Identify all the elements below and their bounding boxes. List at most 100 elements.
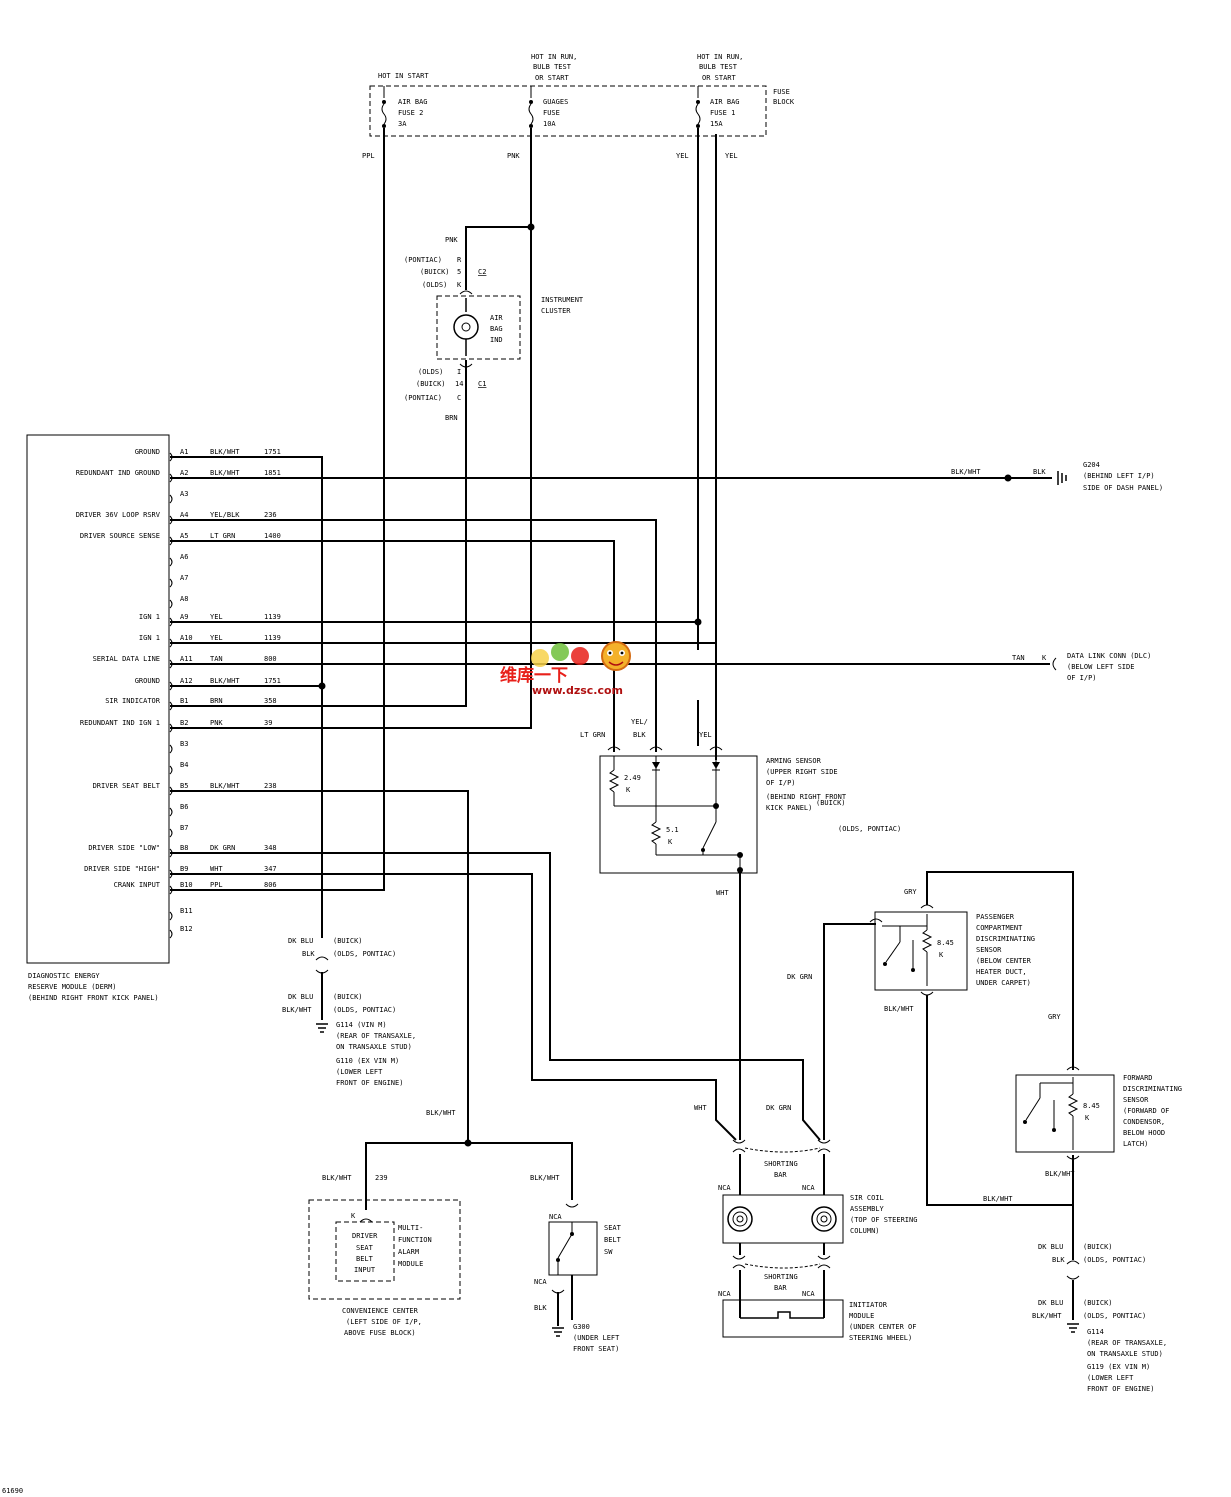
derm-pin-terminal — [169, 536, 173, 546]
fuse-air-bag-1: AIR BAG FUSE 1 15A — [695, 86, 740, 128]
derm-pin-terminal — [169, 911, 173, 921]
derm-pin-terminal — [169, 744, 173, 754]
derm-pin-id: B12 — [180, 925, 193, 933]
svg-text:G110 (EX VIN M): G110 (EX VIN M) — [336, 1057, 399, 1065]
derm-pin-terminal — [169, 723, 173, 733]
svg-text:(UNDER LEFT: (UNDER LEFT — [573, 1334, 620, 1342]
svg-text:(PONTIAC): (PONTIAC) — [404, 394, 442, 402]
svg-text:MODULE: MODULE — [849, 1312, 874, 1320]
svg-text:BLK: BLK — [633, 731, 646, 739]
derm-pin-wire-color: DK GRN — [210, 844, 235, 852]
svg-text:(BELOW CENTER: (BELOW CENTER — [976, 957, 1032, 965]
derm-pin-label: DRIVER 36V LOOP RSRV — [76, 511, 161, 519]
derm-pin-label: IGN 1 — [139, 634, 160, 642]
derm-pin-label: REDUNDANT IND GROUND — [76, 469, 160, 477]
svg-text:DK BLU: DK BLU — [288, 937, 313, 945]
derm-pin-id: B5 — [180, 782, 188, 790]
derm-pin-id: B3 — [180, 740, 188, 748]
ground-icon-left — [316, 1023, 328, 1033]
svg-text:(TOP OF STEERING: (TOP OF STEERING — [850, 1216, 917, 1224]
convenience-center-label: CONVENIENCE CENTER — [342, 1307, 419, 1315]
svg-text:G204: G204 — [1083, 461, 1100, 469]
svg-text:OF I/P): OF I/P) — [766, 779, 796, 787]
svg-text:DISCRIMINATING: DISCRIMINATING — [976, 935, 1035, 943]
svg-text:DISCRIMINATING: DISCRIMINATING — [1123, 1085, 1182, 1093]
svg-text:ALARM: ALARM — [398, 1248, 419, 1256]
arming-sensor-label: ARMING SENSOR — [766, 757, 822, 765]
derm-pin-circuit: 806 — [264, 881, 277, 889]
svg-text:G114 (VIN M): G114 (VIN M) — [336, 1021, 387, 1029]
derm-pin-label: IGN 1 — [139, 613, 160, 621]
forward-switch-icon — [1025, 1097, 1041, 1121]
svg-text:BLK/WHT: BLK/WHT — [951, 468, 981, 476]
derm-pin-terminal — [169, 473, 173, 483]
svg-text:K: K — [1042, 654, 1047, 662]
derm-pin-circuit: 39 — [264, 719, 272, 727]
bulb-test-label: BULB TEST — [533, 63, 572, 71]
svg-text:(REAR OF TRANSAXLE,: (REAR OF TRANSAXLE, — [1087, 1339, 1167, 1347]
svg-text:(BUICK): (BUICK) — [416, 380, 446, 388]
or-start-label: OR START — [535, 74, 570, 82]
air-bag-indicator-lamp-icon — [453, 314, 479, 340]
derm-pin-label: DRIVER SEAT BELT — [93, 782, 161, 790]
svg-text:TAN: TAN — [1012, 654, 1025, 662]
svg-text:BLK: BLK — [1052, 1256, 1065, 1264]
svg-text:10A: 10A — [543, 120, 556, 128]
hot-in-start-label: HOT IN START — [378, 72, 429, 80]
svg-text:I: I — [457, 368, 461, 376]
svg-text:BLK/WHT: BLK/WHT — [1032, 1312, 1062, 1320]
svg-text:STEERING WHEEL): STEERING WHEEL) — [849, 1334, 912, 1342]
connector-c1-label: C1 — [478, 380, 486, 388]
derm-pin-circuit: 358 — [264, 697, 277, 705]
svg-text:(BELOW LEFT SIDE: (BELOW LEFT SIDE — [1067, 663, 1134, 671]
svg-text:BELT: BELT — [604, 1236, 622, 1244]
svg-text:GRY: GRY — [904, 888, 917, 896]
derm-pin-terminal — [169, 599, 173, 609]
svg-text:BLK/WHT: BLK/WHT — [884, 1005, 914, 1013]
svg-text:BLK/WHT: BLK/WHT — [1045, 1170, 1075, 1178]
svg-text:K: K — [457, 281, 462, 289]
svg-text:SIDE OF DASH PANEL): SIDE OF DASH PANEL) — [1083, 484, 1163, 492]
svg-text:RESERVE MODULE (DERM): RESERVE MODULE (DERM) — [28, 983, 117, 991]
svg-text:(LEFT SIDE OF I/P,: (LEFT SIDE OF I/P, — [346, 1318, 422, 1326]
derm-pin-id: A8 — [180, 595, 188, 603]
ground-icon — [1057, 471, 1067, 485]
svg-text:ASSEMBLY: ASSEMBLY — [850, 1205, 885, 1213]
initiator-module: INITIATOR MODULE (UNDER CENTER OF STEERI… — [722, 1299, 916, 1342]
sir-coil-label: SIR COIL — [850, 1194, 884, 1202]
svg-text:ON TRANSAXLE STUD): ON TRANSAXLE STUD) — [1087, 1350, 1163, 1358]
fuse-block-label: FUSE — [773, 88, 790, 96]
seat-belt-switch-icon — [557, 1233, 573, 1259]
svg-text:NCA: NCA — [802, 1290, 815, 1298]
derm-pin-label: DRIVER SOURCE SENSE — [80, 532, 160, 540]
instrument-cluster-label: INSTRUMENT — [541, 296, 584, 304]
arming-sensor: LT GRN YEL/ BLK YEL 2.49 K 5.1 K — [580, 718, 901, 897]
svg-text:NCA: NCA — [549, 1213, 562, 1221]
squib-icon — [740, 1311, 824, 1319]
cluster-brn-label: BRN — [445, 414, 458, 422]
svg-text:K: K — [1085, 1114, 1090, 1122]
svg-text:(OLDS, PONTIAC): (OLDS, PONTIAC) — [838, 825, 901, 833]
bulb-test-label-2: BULB TEST — [699, 63, 738, 71]
svg-text:(OLDS): (OLDS) — [418, 368, 443, 376]
derm-pin-terminal — [169, 828, 173, 838]
svg-text:GUAGES: GUAGES — [543, 98, 568, 106]
derm-pin-label: GROUND — [135, 677, 160, 685]
svg-text:R: R — [457, 256, 462, 264]
svg-text:INPUT: INPUT — [354, 1266, 376, 1274]
forward-sensor-label: FORWARD — [1123, 1074, 1153, 1082]
derm-pin-id: A6 — [180, 553, 188, 561]
derm-pin-id: A10 — [180, 634, 193, 642]
svg-text:UNDER CARPET): UNDER CARPET) — [976, 979, 1031, 987]
figure-number: 61690 — [2, 1487, 23, 1495]
derm-pin-terminal — [169, 638, 173, 648]
sir-coil-assembly: WHT DK GRN SHORTING BAR NCA NCA SIR COIL… — [694, 1104, 917, 1318]
svg-text:(LOWER LEFT: (LOWER LEFT — [1087, 1374, 1134, 1382]
derm-pin-id: A3 — [180, 490, 188, 498]
hot-in-run-label-2: HOT IN RUN, — [697, 53, 743, 61]
svg-text:NCA: NCA — [718, 1290, 731, 1298]
derm-pin-wire-color: BLK/WHT — [210, 677, 240, 685]
svg-text:COMPARTMENT: COMPARTMENT — [976, 924, 1023, 932]
watermark-text: 维库一下 — [500, 665, 568, 686]
